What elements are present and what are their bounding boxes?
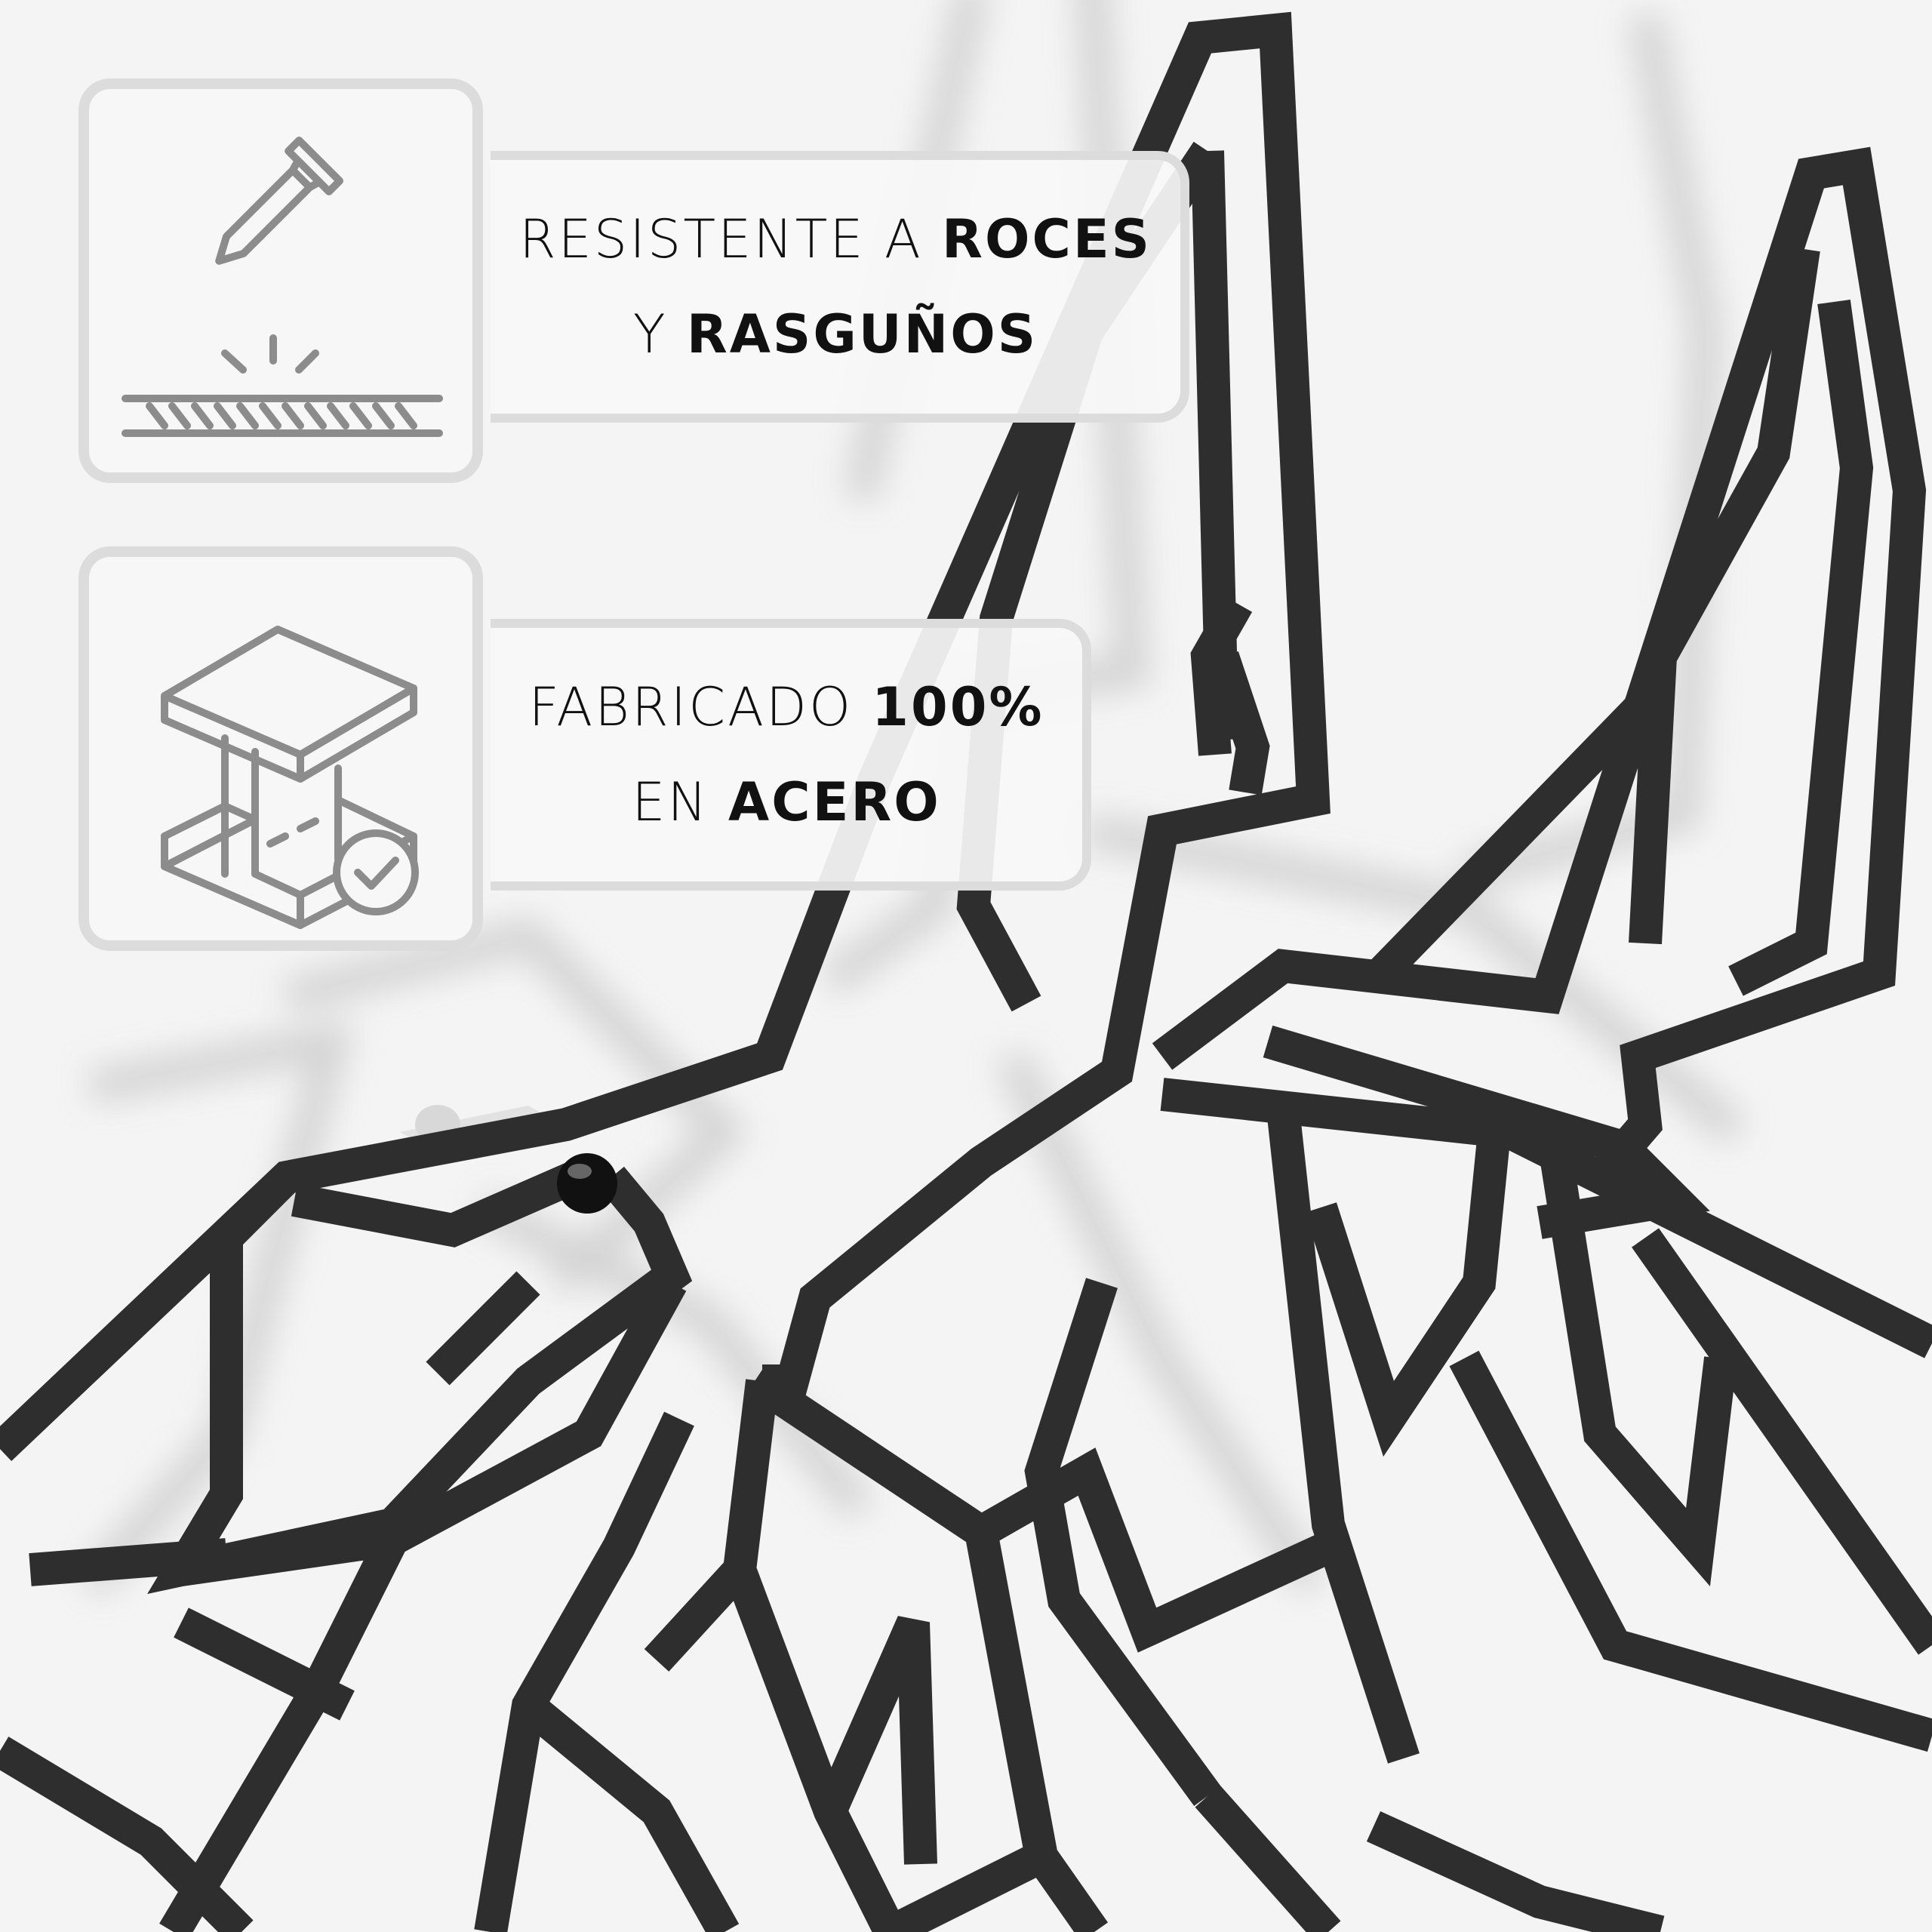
feature-2-line-2: EN ACERO [632, 755, 941, 850]
feature-1-icon-box [78, 78, 483, 483]
feature-2-label: FABRICADO 100% EN ACERO [491, 619, 1091, 891]
feature-1-label: RESISTENTE A ROCES Y RASGUÑOS [491, 151, 1189, 423]
feature-2-line-1-bold: 100% [872, 676, 1044, 738]
feature-1-line-2-bold: RASGUÑOS [686, 303, 1038, 365]
steel-beam-check-icon [161, 626, 419, 929]
feature-2-line-2-bold: ACERO [728, 771, 941, 833]
feature-1-line-1-bold: ROCES [942, 208, 1152, 270]
feature-2-line-1-normal: FABRICADO [528, 676, 872, 738]
pin-head [557, 1153, 617, 1214]
nail-scratch-icon [122, 136, 443, 437]
feature-2-line-1: FABRICADO 100% [528, 660, 1044, 755]
feature-1-line-2: Y RASGUÑOS [633, 287, 1038, 382]
feature-1-line-1-normal: RESISTENTE A [518, 208, 943, 270]
feature-1-line-1: RESISTENTE A ROCES [519, 192, 1152, 287]
feature-2-icon-box [78, 546, 483, 951]
metal-geometric-animal [0, 11, 1932, 1932]
feature-2-line-2-normal: EN [632, 771, 729, 833]
feature-1-line-2-normal: Y [632, 303, 687, 365]
